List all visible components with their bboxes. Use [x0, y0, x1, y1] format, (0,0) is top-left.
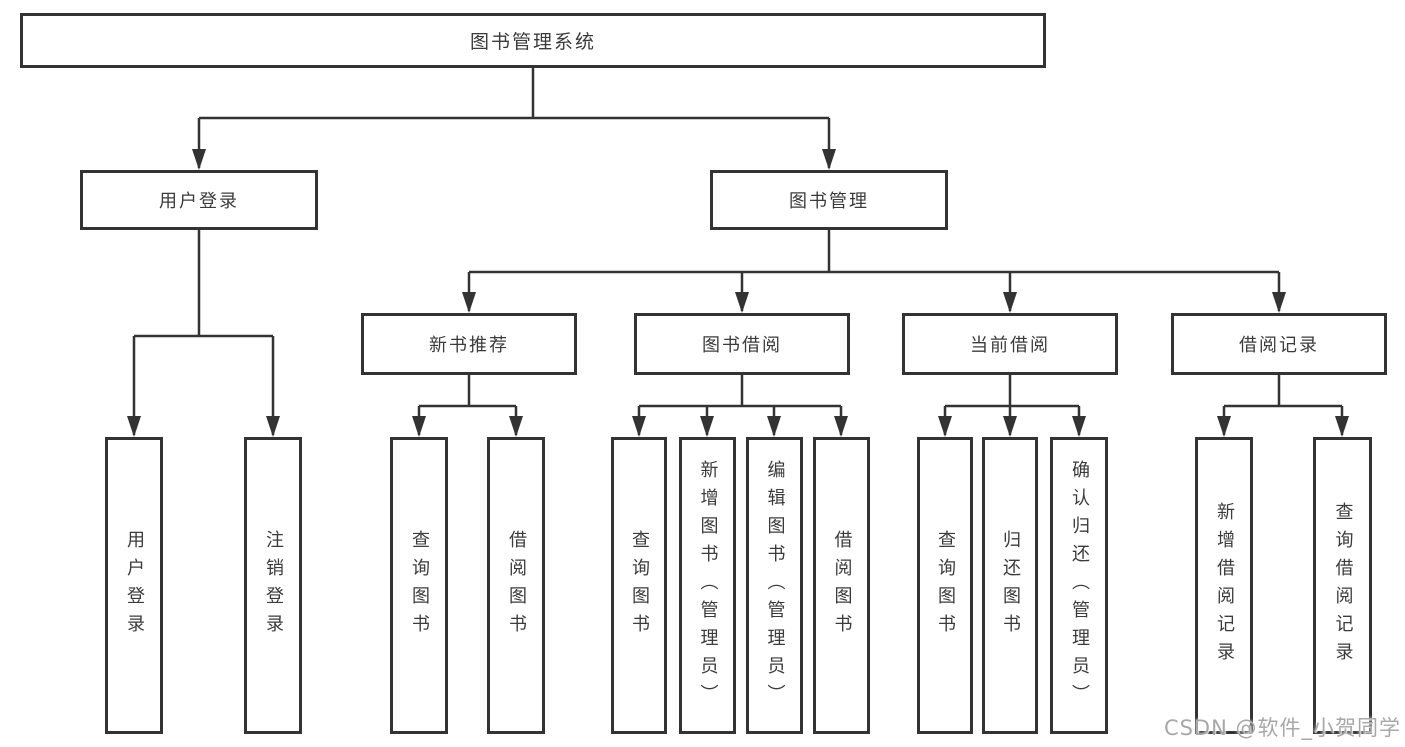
- node-user-login: 用户登录: [80, 170, 318, 230]
- leaf-query-books-current: 查询图书: [917, 437, 973, 734]
- leaf-add-borrow-record-label: 新增借阅记录: [1214, 501, 1235, 670]
- leaf-query-books-borrowing: 查询图书: [611, 437, 667, 734]
- leaf-borrow-books-borrowing-label: 借阅图书: [831, 529, 853, 642]
- leaf-borrow-books-borrowing: 借阅图书: [813, 437, 870, 734]
- node-new-book-recommend: 新书推荐: [361, 313, 577, 375]
- leaf-user-login: 用户登录: [105, 437, 163, 734]
- leaf-confirm-return-admin: 确认归还（管理员）: [1050, 437, 1108, 734]
- leaf-return-books-label: 归还图书: [1000, 529, 1021, 642]
- connector-lines: [132, 68, 1344, 435]
- leaf-edit-books-admin-label: 编辑图书（管理员）: [764, 459, 786, 712]
- leaf-add-borrow-record: 新增借阅记录: [1195, 437, 1253, 734]
- node-root: 图书管理系统: [20, 13, 1046, 68]
- leaf-query-books-current-label: 查询图书: [935, 529, 956, 642]
- leaf-query-books-recommend: 查询图书: [390, 437, 448, 734]
- leaf-logout-label: 注销登录: [263, 529, 284, 642]
- leaf-query-books-borrowing-label: 查询图书: [629, 529, 650, 642]
- leaf-query-borrow-record: 查询借阅记录: [1313, 437, 1372, 734]
- node-book-management: 图书管理: [710, 170, 948, 230]
- leaf-confirm-return-admin-label: 确认归还（管理员）: [1069, 459, 1090, 712]
- leaf-edit-books-admin: 编辑图书（管理员）: [746, 437, 803, 734]
- csdn-watermark: CSDN @软件_小贺同学: [1163, 716, 1401, 740]
- leaf-return-books: 归还图书: [982, 437, 1038, 734]
- leaf-borrow-books-recommend-label: 借阅图书: [506, 529, 527, 642]
- leaf-borrow-books-recommend: 借阅图书: [487, 437, 545, 734]
- node-book-borrowing: 图书借阅: [634, 313, 850, 375]
- leaf-logout: 注销登录: [244, 437, 302, 734]
- arrowheads: [127, 149, 1349, 437]
- node-borrow-records: 借阅记录: [1171, 313, 1387, 375]
- leaf-query-books-recommend-label: 查询图书: [409, 529, 430, 642]
- leaf-add-books-admin: 新增图书（管理员）: [679, 437, 736, 734]
- leaf-query-borrow-record-label: 查询借阅记录: [1332, 501, 1354, 670]
- leaf-user-login-label: 用户登录: [124, 529, 145, 642]
- leaf-add-books-admin-label: 新增图书（管理员）: [697, 459, 719, 712]
- node-current-borrowing: 当前借阅: [902, 313, 1118, 375]
